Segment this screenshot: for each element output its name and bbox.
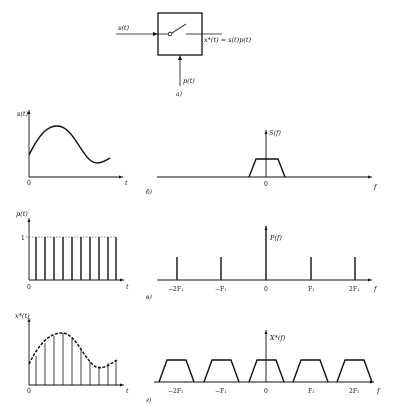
input-arrow xyxy=(153,32,158,36)
time-arrow-x xyxy=(120,278,124,282)
time-arrow-x xyxy=(119,175,123,179)
caption-c: в) xyxy=(146,294,152,301)
replica xyxy=(248,359,285,383)
time-origin: 0 xyxy=(27,284,31,291)
replica xyxy=(292,359,329,383)
freq-label: X*(f) xyxy=(269,334,286,342)
freq-arrow-y xyxy=(264,330,268,334)
freq-x-label: f xyxy=(373,183,378,191)
freq-tick: −F₁ xyxy=(215,286,227,293)
freq-tick: −2F₁ xyxy=(168,286,183,293)
control-label: p(t) xyxy=(183,77,195,85)
time-label: x*(t) xyxy=(15,312,30,320)
freq-tick: 0 xyxy=(264,388,268,395)
signal-curve xyxy=(28,125,111,164)
freq-tick: F₁ xyxy=(308,286,315,293)
spectrum-trapezoid xyxy=(248,158,286,178)
freq-arrow-x xyxy=(368,278,372,282)
freq-tick: 2F₁ xyxy=(349,388,359,395)
row-sampled: x*(t) 0 t X*(f) −2F₁ −F₁ 0 F₁ 2F₁ f г) xyxy=(15,312,381,404)
input-label: s(t) xyxy=(118,24,129,32)
replica xyxy=(158,359,195,383)
freq-x-label: f xyxy=(373,285,378,293)
freq-arrow-x xyxy=(368,175,372,179)
row-signal: s(t) 0 t S(f) 0 f б) xyxy=(17,110,378,196)
freq-tick: F₁ xyxy=(308,388,315,395)
time-origin: 0 xyxy=(27,180,31,187)
time-x-label: t xyxy=(126,283,129,291)
freq-tick: −2F₁ xyxy=(168,388,183,395)
envelope-curve xyxy=(28,332,118,369)
replica xyxy=(336,359,373,383)
center-line-arrow xyxy=(264,226,268,230)
sample-lines xyxy=(35,333,117,385)
switch-contact xyxy=(167,31,173,37)
spectral-lines xyxy=(176,226,356,280)
switch-blade xyxy=(171,23,187,34)
time-arrow-y xyxy=(27,110,31,114)
freq-tick: 2F₁ xyxy=(349,286,359,293)
time-arrow-x xyxy=(120,383,124,387)
row-pulse-train: p(t) 1 0 t P(f) −2F₁ −F₁ 0 F₁ 2F₁ f в) xyxy=(16,210,378,301)
freq-label: S(f) xyxy=(269,129,281,137)
time-x-label: t xyxy=(125,179,128,187)
block-diagram: s(t) x*(t) = s(t)p(t) p(t) a) xyxy=(116,12,252,98)
freq-x-label: f xyxy=(376,387,381,395)
pulse-train xyxy=(35,237,117,280)
time-level: 1 xyxy=(21,235,25,242)
time-label: p(t) xyxy=(16,210,28,218)
caption-d: г) xyxy=(146,397,152,404)
time-arrow-y xyxy=(27,318,31,322)
time-arrow-y xyxy=(27,218,31,222)
time-origin: 0 xyxy=(27,388,31,395)
spectral-replicas xyxy=(158,359,373,383)
freq-tick: 0 xyxy=(264,286,268,293)
freq-label: P(f) xyxy=(269,234,282,242)
time-label: s(t) xyxy=(17,110,28,118)
control-arrow xyxy=(178,55,182,60)
caption-a: a) xyxy=(176,91,183,98)
freq-tick: −F₁ xyxy=(215,388,227,395)
freq-tick-0: 0 xyxy=(264,181,268,188)
replica xyxy=(203,359,240,383)
caption-b: б) xyxy=(146,189,153,196)
time-x-label: t xyxy=(126,387,129,395)
freq-arrow-y xyxy=(264,130,268,134)
output-label: x*(t) = s(t)p(t) xyxy=(204,36,252,44)
